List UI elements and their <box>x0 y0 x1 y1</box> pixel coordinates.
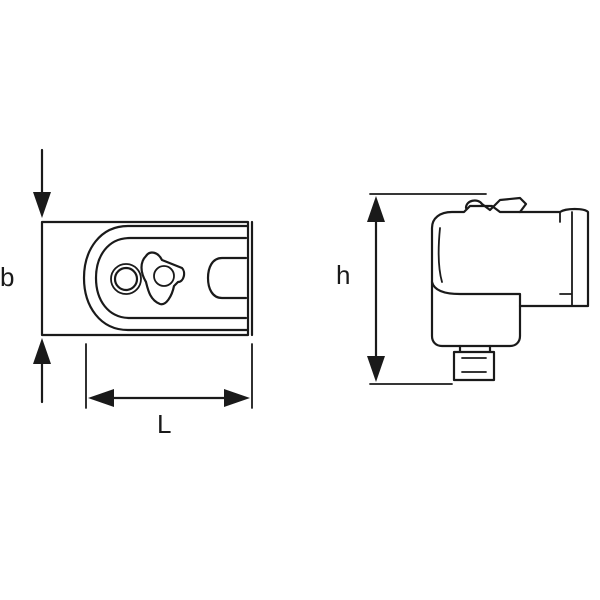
dim-h-arrow-top <box>367 196 385 222</box>
side-view-head <box>430 280 522 308</box>
side-view-drive <box>452 344 496 382</box>
dim-l-label: L <box>157 409 171 439</box>
top-view-hole-rim <box>110 263 142 295</box>
top-view-lever-pivot <box>153 265 175 287</box>
top-view-hole <box>113 266 139 292</box>
dimension-b: b <box>0 148 51 404</box>
side-view-pawl <box>464 196 528 214</box>
top-view <box>40 220 254 337</box>
dim-h-arrow-bottom <box>367 356 385 382</box>
top-view-lever <box>140 251 186 306</box>
top-view-head-inner <box>94 236 248 320</box>
side-view-head-inner <box>437 227 443 283</box>
side-view-drive-inner <box>461 357 487 373</box>
dim-h-label: h <box>336 260 350 290</box>
dim-b-bottom-arrow <box>33 338 51 364</box>
top-view-outline <box>40 220 250 337</box>
dimension-h: h <box>336 193 487 385</box>
top-view-head-outer <box>82 224 250 332</box>
side-view <box>430 196 590 382</box>
side-view-body <box>430 204 590 348</box>
dim-l-arrow-right <box>224 389 250 407</box>
dim-b-label: b <box>0 262 14 292</box>
dim-b-top-arrow <box>33 192 51 218</box>
dim-l-arrow-left <box>88 389 114 407</box>
top-view-slot <box>206 256 248 300</box>
side-view-steps <box>559 211 573 307</box>
dimension-l: L <box>85 343 253 439</box>
